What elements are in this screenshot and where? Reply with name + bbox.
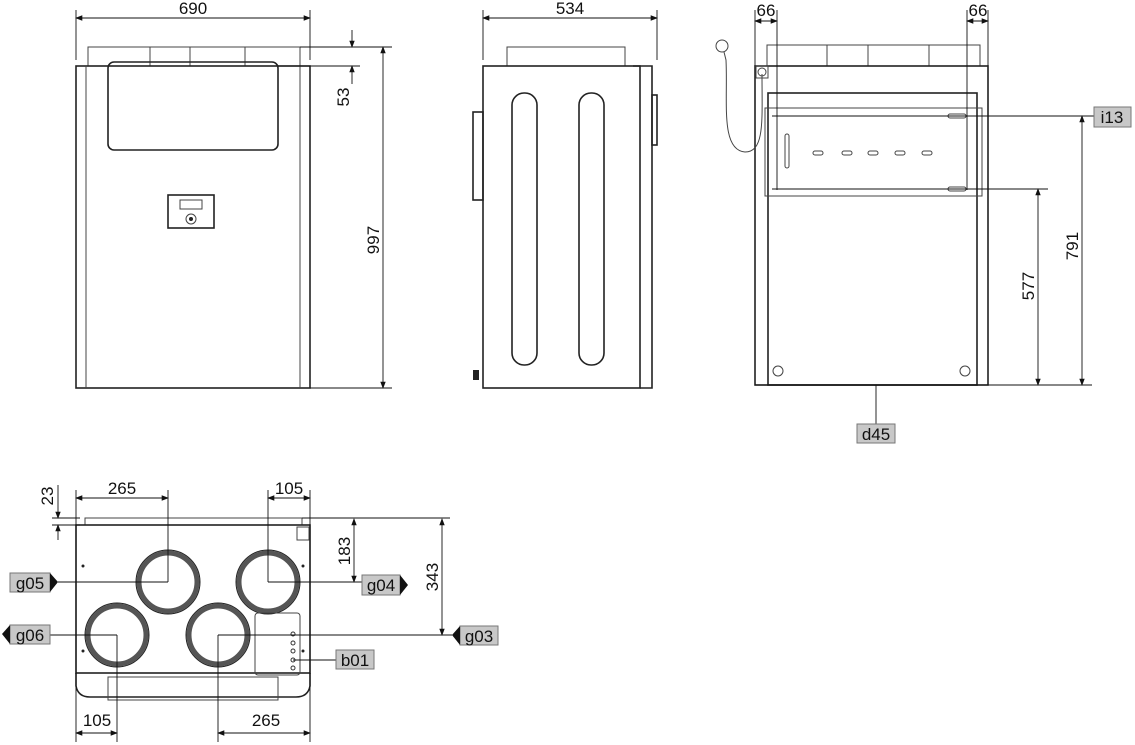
control-display: [167, 194, 215, 229]
bottom-right-total-dim: 343: [423, 563, 442, 591]
connection-panel: [254, 612, 301, 676]
tag-b01: b01: [335, 649, 375, 670]
mounting-bracket: [764, 107, 983, 197]
bottom-bottom-left-dim: 105: [83, 711, 111, 730]
label-g06: g06: [16, 626, 44, 645]
bottom-view: 23 265 105 183 343 105 265 g05 g04 g06 g…: [2, 479, 499, 742]
bottom-top-left-dim: 265: [108, 479, 136, 498]
power-cable-icon: [715, 39, 769, 153]
back-view: 66 66 i13 791 577 d45: [715, 1, 1132, 444]
tag-g03: g03: [452, 625, 499, 646]
back-upper-height-dim: 791: [1063, 232, 1082, 260]
side-view: 534: [472, 0, 658, 389]
label-g03: g03: [465, 627, 493, 646]
front-view: 690 53 997: [75, 0, 392, 389]
front-height-dim: 997: [364, 226, 383, 254]
tag-g04: g04: [361, 574, 408, 596]
bottom-top-right-dim: 105: [275, 479, 303, 498]
back-left-offset-dim: 66: [757, 1, 776, 20]
front-top-dim: 53: [334, 88, 353, 107]
label-g04: g04: [367, 576, 395, 595]
back-lower-height-dim: 577: [1019, 272, 1038, 300]
bottom-top-edge-dim: 23: [38, 487, 57, 506]
label-g05: g05: [16, 574, 44, 593]
label-b01: b01: [341, 651, 369, 670]
label-i13: i13: [1101, 108, 1124, 127]
back-right-offset-dim: 66: [969, 1, 988, 20]
label-d45: d45: [862, 425, 890, 444]
front-panel: [107, 61, 279, 151]
front-width-dim: 690: [179, 0, 207, 18]
side-depth-dim: 534: [556, 0, 584, 18]
tag-g06: g06: [2, 624, 51, 645]
bottom-right-depth-dim: 183: [335, 537, 354, 565]
bottom-bottom-right-dim: 265: [252, 711, 280, 730]
tag-g05: g05: [9, 572, 58, 593]
